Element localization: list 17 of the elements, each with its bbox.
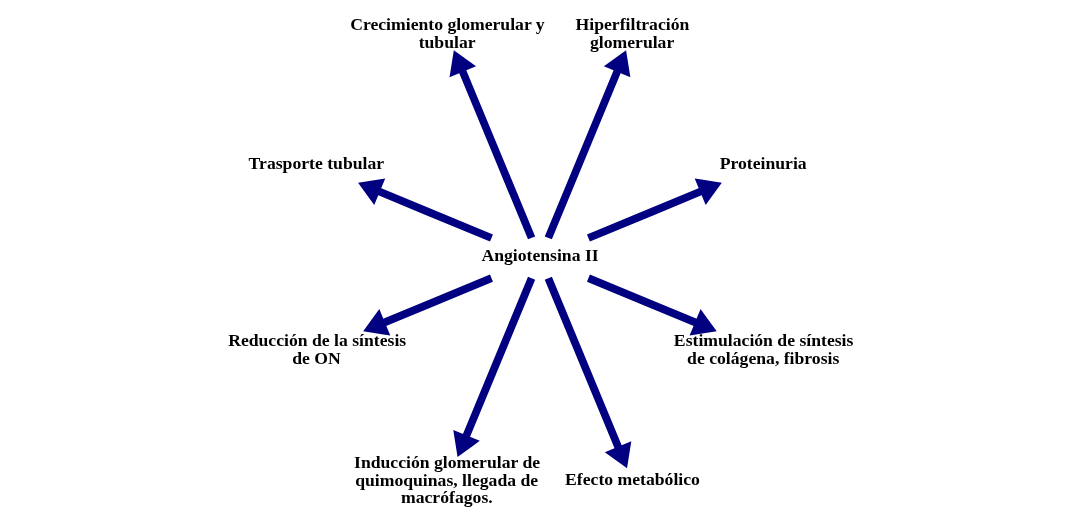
node-text: Crecimiento glomerular y tubular	[349, 14, 545, 52]
node-text: Angiotensina II	[480, 245, 599, 266]
node-text: Efecto metabólico	[564, 468, 700, 489]
node-text: Inducción glomerular de quimoquinas, llegada de macrófagos.	[353, 452, 540, 508]
arrow	[544, 276, 631, 469]
node-text: Reducción de la síntesis de ON	[227, 329, 406, 368]
arrow	[357, 178, 493, 242]
arrow	[449, 50, 535, 240]
arrow	[362, 274, 493, 336]
arrow	[544, 50, 630, 240]
node-text: Estimulación de síntesis de colágena, fibrosis	[673, 329, 853, 368]
arrow	[452, 276, 535, 457]
node-text: Proteinuria	[719, 152, 807, 173]
arrow	[586, 178, 722, 242]
node-text: Trasporte tubular	[248, 152, 384, 173]
arrow	[586, 274, 717, 336]
node-text: Hiperfiltración glomerular	[575, 14, 689, 52]
